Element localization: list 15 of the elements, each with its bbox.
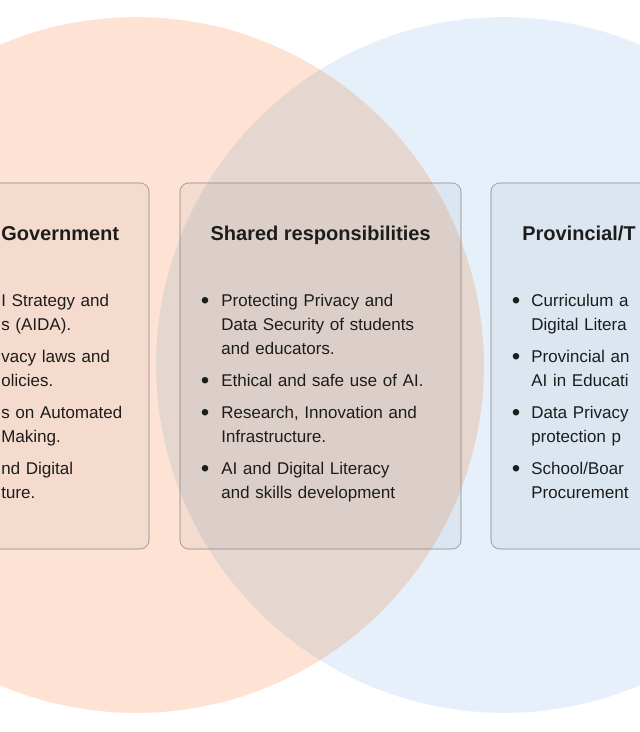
list-item: s on Automated Making.	[2, 406, 122, 446]
list-item: Data Privacy protection p	[532, 406, 628, 446]
card-title: Provincial/T	[524, 226, 636, 240]
list-item: School/Boar Procurement	[532, 462, 628, 498]
card-title: Shared responsibilities	[211, 226, 430, 244]
list-item: nd Digital ture.	[1, 462, 72, 498]
list-item: Ethical and safe use of AI.	[222, 374, 422, 386]
list-item: Protecting Privacy and Data Security of students and educators.	[222, 294, 414, 354]
list-item: vacy laws and olicies.	[1, 350, 109, 386]
list-item: Curriculum a Digital Litera	[532, 294, 628, 334]
list-item: Provincial an AI in Educati	[531, 350, 628, 386]
list-item: AI and Digital Literacy and skills development	[221, 462, 395, 502]
card-title: Government	[2, 226, 119, 240]
list-item: I Strategy and s (AIDA).	[2, 294, 108, 334]
list-item: Research, Innovation and Infrastructure.	[222, 406, 416, 442]
